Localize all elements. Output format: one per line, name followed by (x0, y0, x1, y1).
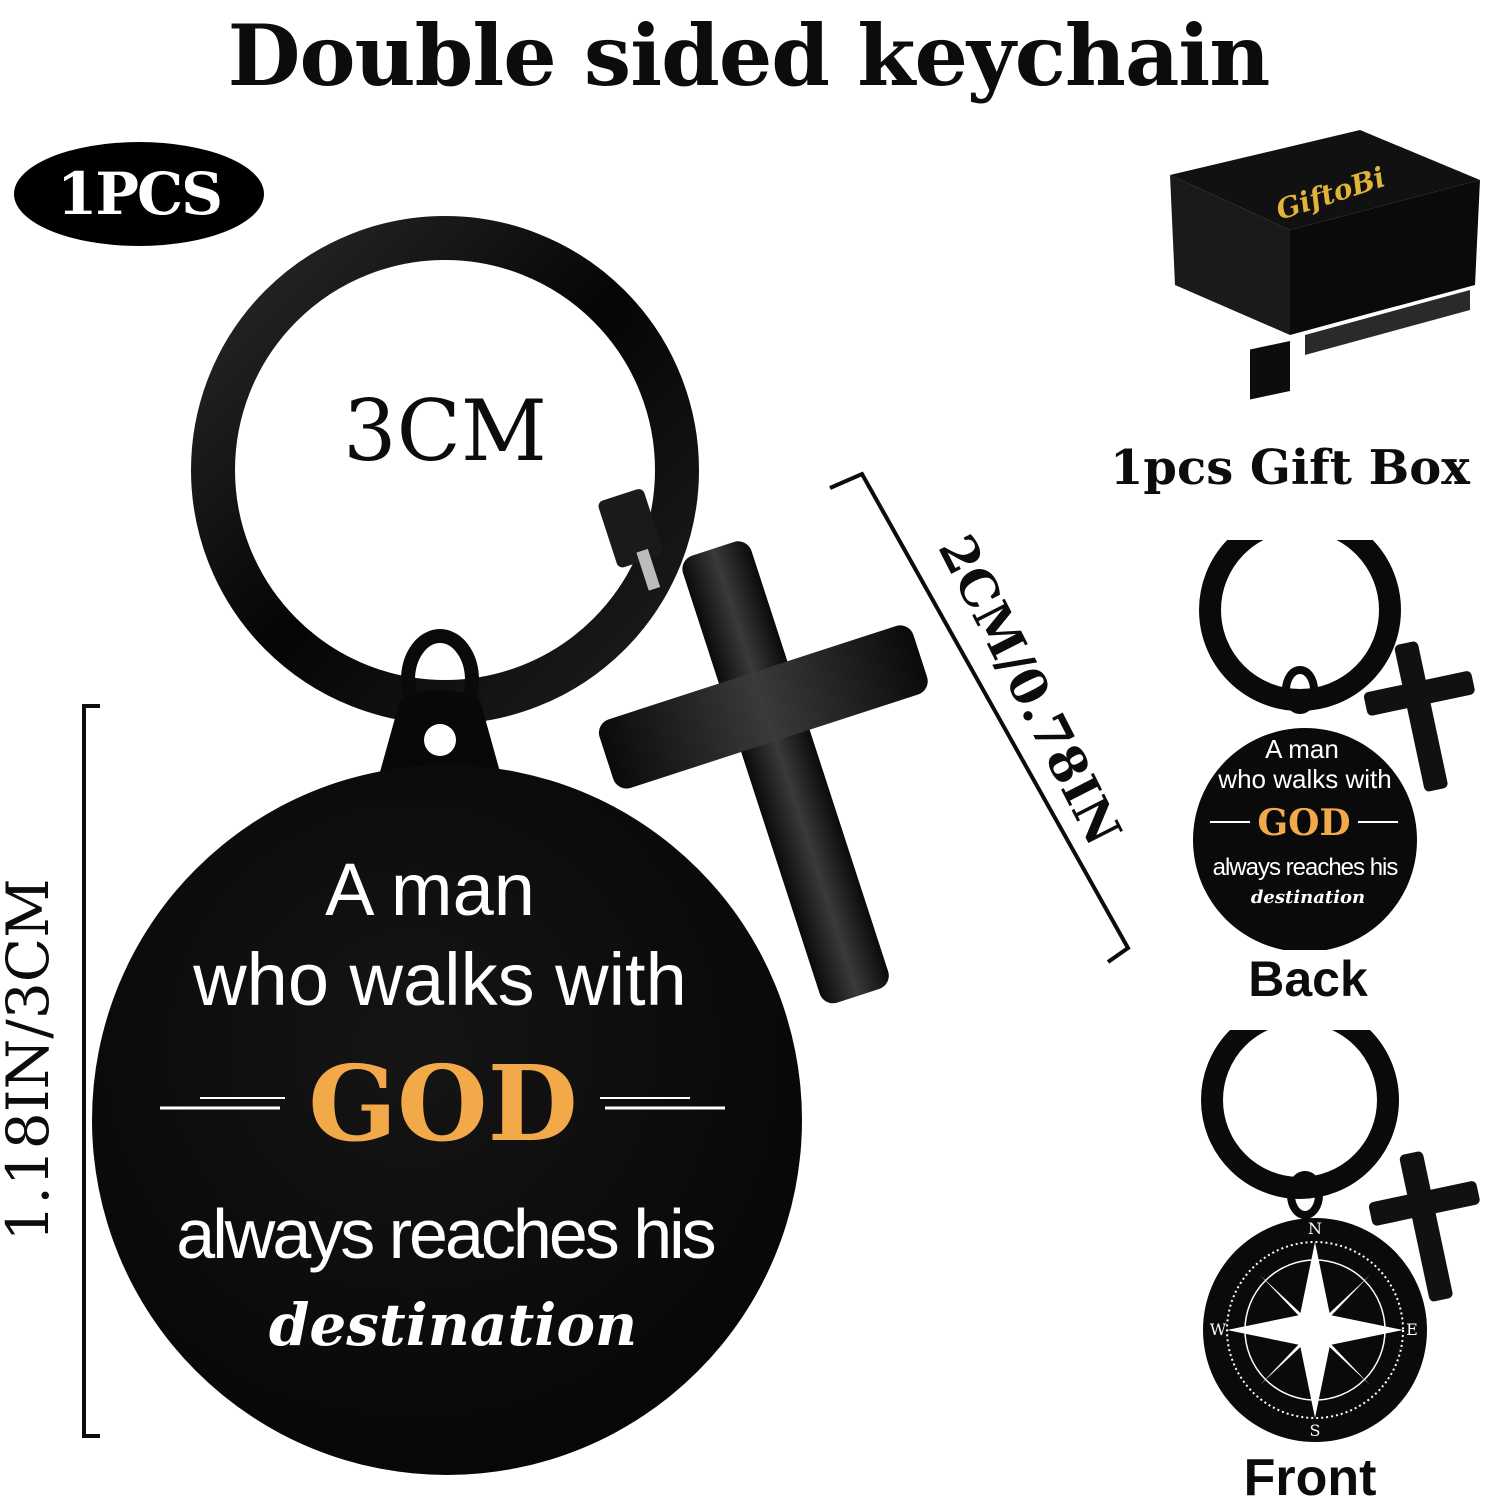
svg-text:always reaches his: always reaches his (1213, 854, 1399, 881)
compass-e: E (1406, 1320, 1418, 1339)
svg-text:who walks with: who walks with (1217, 764, 1391, 794)
engraving-line-1: A man (325, 848, 535, 931)
tag-disc (92, 765, 802, 1475)
engraving-line-5: destination (269, 1291, 637, 1359)
svg-text:A man: A man (1265, 734, 1339, 764)
gift-box-label: 1pcs Gift Box (1110, 440, 1470, 496)
compass-s: S (1310, 1421, 1321, 1440)
back-view-keychain: A man who walks with GOD always reaches … (1193, 540, 1475, 950)
engraving-line-4: always reaches his (176, 1195, 714, 1273)
gift-box-illustration: GiftoBi (1170, 130, 1480, 400)
compass-n: N (1308, 1219, 1322, 1238)
quantity-badge: 1PCS (14, 142, 264, 246)
ring-dimension-label: 3CM (343, 382, 547, 480)
svg-text:destination: destination (1251, 887, 1365, 908)
engraving-line-2: who walks with (192, 938, 687, 1021)
cross-bracket (829, 471, 1131, 964)
front-view-label: Front (1243, 1449, 1377, 1507)
quantity-badge-label: 1PCS (56, 160, 223, 228)
svg-text:GOD: GOD (1257, 802, 1350, 844)
back-view-label: Back (1248, 951, 1368, 1007)
height-bracket (82, 704, 100, 1438)
cross-pendant (598, 489, 928, 1004)
page-title: Double sided keychain (227, 6, 1271, 105)
compass-w: W (1210, 1320, 1227, 1339)
engraving-god: GOD (308, 1042, 578, 1165)
front-view-keychain: N S W E (1201, 1030, 1480, 1442)
